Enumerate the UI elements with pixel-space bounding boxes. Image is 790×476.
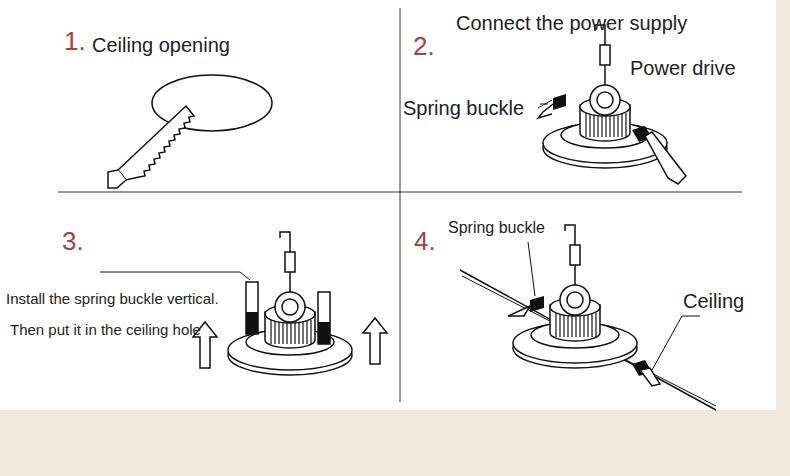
step-number: 3. <box>62 226 84 257</box>
part-label: Ceiling <box>683 289 744 313</box>
step-number: 2. <box>413 31 435 62</box>
step-title: Ceiling opening <box>92 33 230 57</box>
step-number: 1. <box>64 26 86 57</box>
part-label: Spring buckle <box>448 218 545 237</box>
step-title: Connect the power supply <box>456 11 687 35</box>
part-label: Power drive <box>630 56 736 80</box>
instruction-note: Then put it in the ceiling hole <box>10 321 201 339</box>
step-number: 4. <box>414 226 436 257</box>
instruction-note: Install the spring buckle vertical. <box>6 290 219 308</box>
part-label: Spring buckle <box>403 96 524 120</box>
